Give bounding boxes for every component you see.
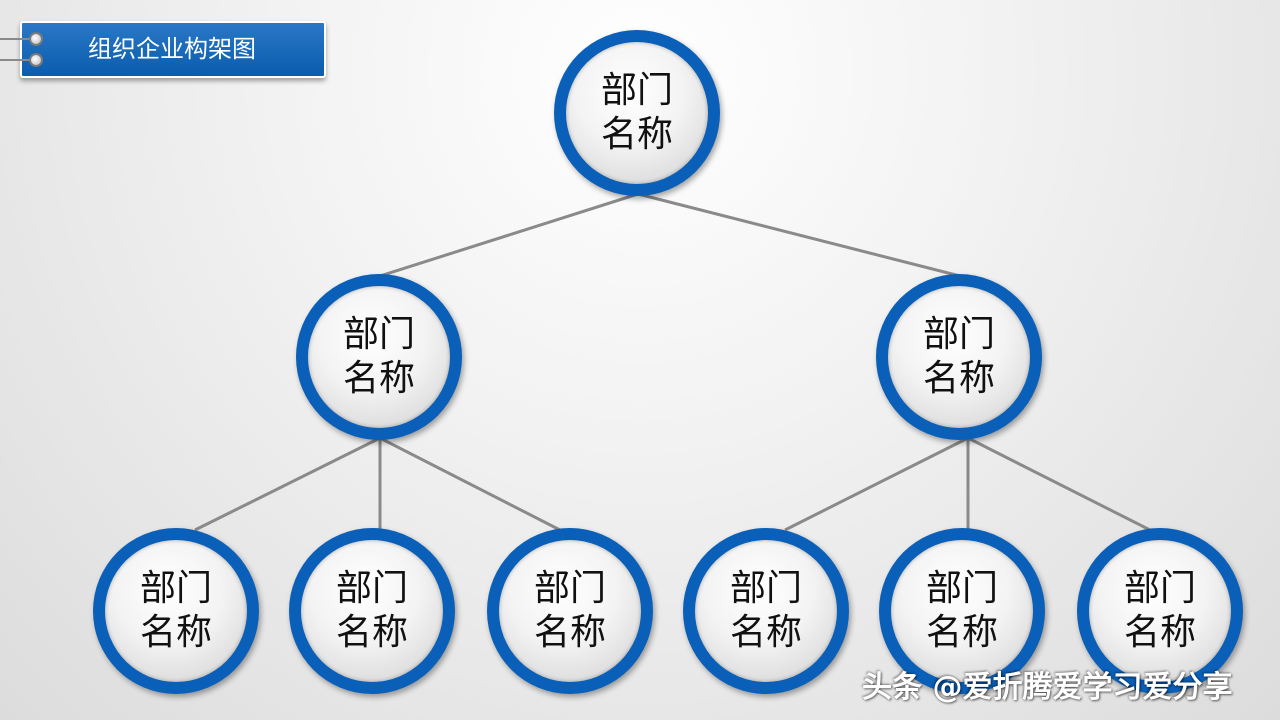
connector-line	[379, 436, 561, 532]
org-node-level3[interactable]: 部门名称	[93, 528, 259, 694]
org-node-root[interactable]: 部门名称	[554, 30, 720, 196]
connector-line	[379, 192, 639, 278]
node-label: 部门名称	[335, 568, 408, 653]
node-label: 部门名称	[342, 314, 415, 399]
binder-ring-icon	[29, 53, 43, 67]
org-node-level3[interactable]: 部门名称	[289, 528, 455, 694]
node-label: 部门名称	[600, 70, 673, 155]
org-node-level3[interactable]: 部门名称	[1077, 528, 1243, 694]
watermark-text: 头条 @爱折腾爱学习爱分享	[862, 670, 1233, 705]
org-node-level3[interactable]: 部门名称	[879, 528, 1045, 694]
org-node-level3[interactable]: 部门名称	[487, 528, 653, 694]
node-label: 部门名称	[925, 568, 998, 653]
binder-ring-icon	[29, 32, 43, 46]
node-label: 部门名称	[139, 568, 212, 653]
connector-line	[194, 436, 381, 532]
page-title: 组织企业构架图	[88, 35, 256, 63]
title-banner: 组织企业构架图	[20, 21, 326, 78]
node-label: 部门名称	[1123, 568, 1196, 653]
node-label: 部门名称	[533, 568, 606, 653]
node-label: 部门名称	[729, 568, 802, 653]
connector-line	[784, 436, 969, 532]
org-node-level2[interactable]: 部门名称	[296, 274, 462, 440]
binder-wire	[0, 59, 34, 61]
node-label: 部门名称	[922, 314, 995, 399]
binder-wire	[0, 38, 34, 40]
org-node-level2[interactable]: 部门名称	[876, 274, 1042, 440]
org-node-level3[interactable]: 部门名称	[683, 528, 849, 694]
connector-line	[967, 436, 1151, 532]
connector-line	[637, 192, 961, 278]
